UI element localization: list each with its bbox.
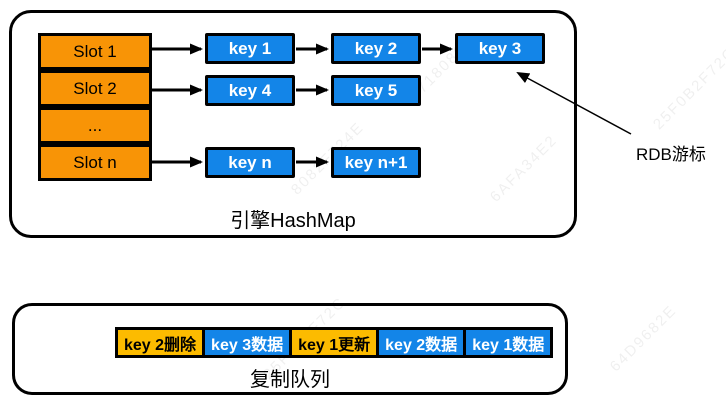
key-node-1: key 1 (205, 33, 295, 64)
key-node-4: key 4 (205, 75, 295, 106)
hashmap-label: 引擎HashMap (230, 210, 356, 232)
arrow-rdb-cursor (516, 72, 632, 135)
key-node-3: key 3 (455, 33, 545, 64)
key-node-2: key 2 (331, 33, 421, 64)
key-node-n: key n (205, 147, 295, 178)
key-node-5: key 5 (331, 75, 421, 106)
key-node-n1: key n+1 (331, 147, 421, 178)
queue-cell-key2-delete: key 2删除 (115, 327, 206, 358)
slot-ellipsis: ... (38, 107, 152, 144)
rdb-cursor-label: RDB游标 (636, 145, 706, 164)
queue-cell-key1-update: key 1更新 (289, 327, 380, 358)
hashmap-container-box (9, 10, 577, 238)
queue-cell-key1-data: key 1数据 (463, 327, 554, 358)
replication-queue-label: 复制队列 (250, 369, 330, 391)
slot-1: Slot 1 (38, 33, 152, 70)
replication-queue-box (12, 303, 568, 395)
queue-cell-key3-data: key 3数据 (202, 327, 293, 358)
slot-2: Slot 2 (38, 70, 152, 107)
slot-stack: Slot 1 Slot 2 ... Slot n (38, 33, 152, 181)
slot-n: Slot n (38, 144, 152, 181)
replication-queue-cells: key 2删除 key 3数据 key 1更新 key 2数据 key 1数据 (115, 327, 554, 358)
queue-cell-key2-data: key 2数据 (376, 327, 467, 358)
